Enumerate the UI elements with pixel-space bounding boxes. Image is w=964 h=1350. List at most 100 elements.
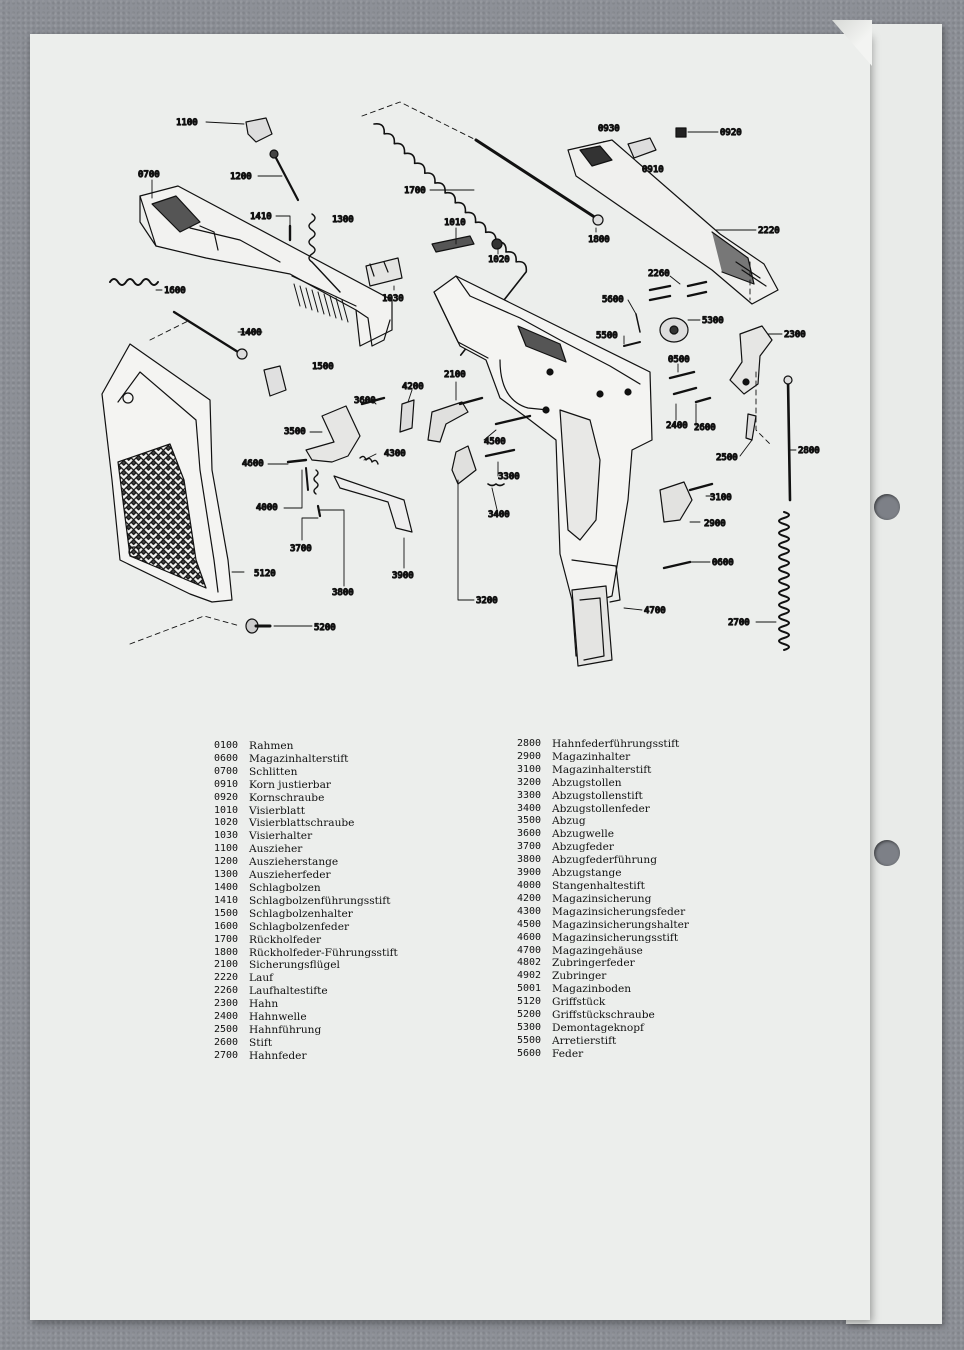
part-number: 4300 (517, 905, 542, 917)
label-2400: 2400 (666, 421, 688, 431)
part-number: 2900 (517, 750, 542, 762)
part-sear-pin (484, 448, 516, 458)
part-number: 5300 (517, 1021, 542, 1033)
part-name: Hahnführung (249, 1023, 322, 1036)
part-trigger-spring (313, 469, 319, 495)
label-3700: 3700 (290, 544, 312, 554)
part-number: 4200 (517, 892, 542, 904)
part-recoil-spring (373, 122, 528, 356)
label-2100: 2100 (444, 370, 466, 380)
label-0600: 0600 (712, 558, 734, 568)
part-front-sight (627, 137, 657, 159)
part-number: 3100 (517, 763, 542, 775)
part-trigger-bar (333, 475, 413, 533)
label-3200: 3200 (476, 596, 498, 606)
part-name: Magazinhalterstift (552, 763, 652, 776)
part-number: 2500 (214, 1023, 239, 1035)
parts-list-row: 1300 Auszieherfeder (214, 869, 398, 882)
label-1800: 1800 (588, 235, 610, 245)
part-takedown-knob (659, 317, 689, 343)
part-name: Zubringer (552, 970, 607, 983)
part-trigger-spring-guide (316, 504, 322, 518)
part-name: Griffstückschraube (552, 1009, 655, 1022)
part-recoil-guide (474, 138, 598, 220)
label-4500: 4500 (484, 437, 506, 447)
part-number: 2400 (214, 1011, 239, 1023)
label-3500: 3500 (284, 427, 306, 437)
label-3900: 3900 (392, 571, 414, 581)
part-number: 0100 (214, 740, 239, 751)
part-name: Abzug (552, 815, 586, 828)
part-name: Schlitten (249, 765, 298, 778)
part-spring-small (635, 313, 641, 333)
part-hammer-spring-guide (786, 378, 792, 502)
part-name: Abzugwelle (552, 828, 615, 841)
part-number: 4802 (517, 957, 542, 969)
label-4200: 4200 (402, 382, 424, 392)
part-number: 1300 (214, 869, 239, 881)
label-1200: 1200 (230, 172, 252, 182)
part-name: Auszieher (249, 843, 303, 856)
label-0910: 0910 (642, 165, 664, 175)
part-number: 2300 (214, 998, 239, 1010)
part-trigger (305, 405, 361, 463)
part-hammer-spring (778, 511, 790, 651)
label-1100: 1100 (176, 118, 198, 128)
part-name: Demontageknopf (552, 1021, 644, 1034)
part-name: Schlagbolzenhalter (249, 907, 353, 920)
part-sight-screw (491, 238, 503, 250)
part-number: 1200 (214, 856, 239, 868)
part-hammer (729, 325, 773, 395)
part-number: 3600 (517, 828, 542, 840)
part-sear (451, 445, 477, 485)
part-number: 1500 (214, 907, 239, 919)
part-name: Sicherungsflügel (249, 959, 340, 972)
part-mag-safety-spring (359, 455, 379, 465)
part-barrel-pins (648, 280, 708, 302)
part-name: Rückholfeder-Führungsstift (249, 946, 398, 959)
punch-hole (874, 494, 900, 520)
part-front-sight-screw (675, 127, 687, 138)
part-number: 5120 (517, 996, 542, 1008)
parts-list-row: 5300 Demontageknopf (517, 1022, 689, 1035)
part-mag-safety-holder (494, 414, 532, 426)
part-grip-screw (245, 618, 272, 634)
label-1500: 1500 (312, 362, 334, 372)
label-3100: 3100 (710, 493, 732, 503)
part-hammer-pins (668, 370, 712, 404)
part-name: Visierhalter (249, 830, 313, 843)
part-name: Korn justierbar (249, 778, 331, 791)
part-grip (101, 343, 233, 603)
part-name: Auszieherfeder (249, 869, 331, 882)
part-number: 3300 (517, 789, 542, 801)
part-name: Lauf (249, 972, 274, 985)
label-2300: 2300 (784, 330, 806, 340)
part-name: Abzugstollenstift (552, 789, 643, 802)
part-number: 2700 (214, 1049, 239, 1061)
part-number: 1020 (214, 817, 239, 829)
part-number: 1030 (214, 830, 239, 842)
part-number: 4000 (517, 879, 542, 891)
label-1600: 1600 (164, 286, 186, 296)
label-4300: 4300 (384, 449, 406, 459)
